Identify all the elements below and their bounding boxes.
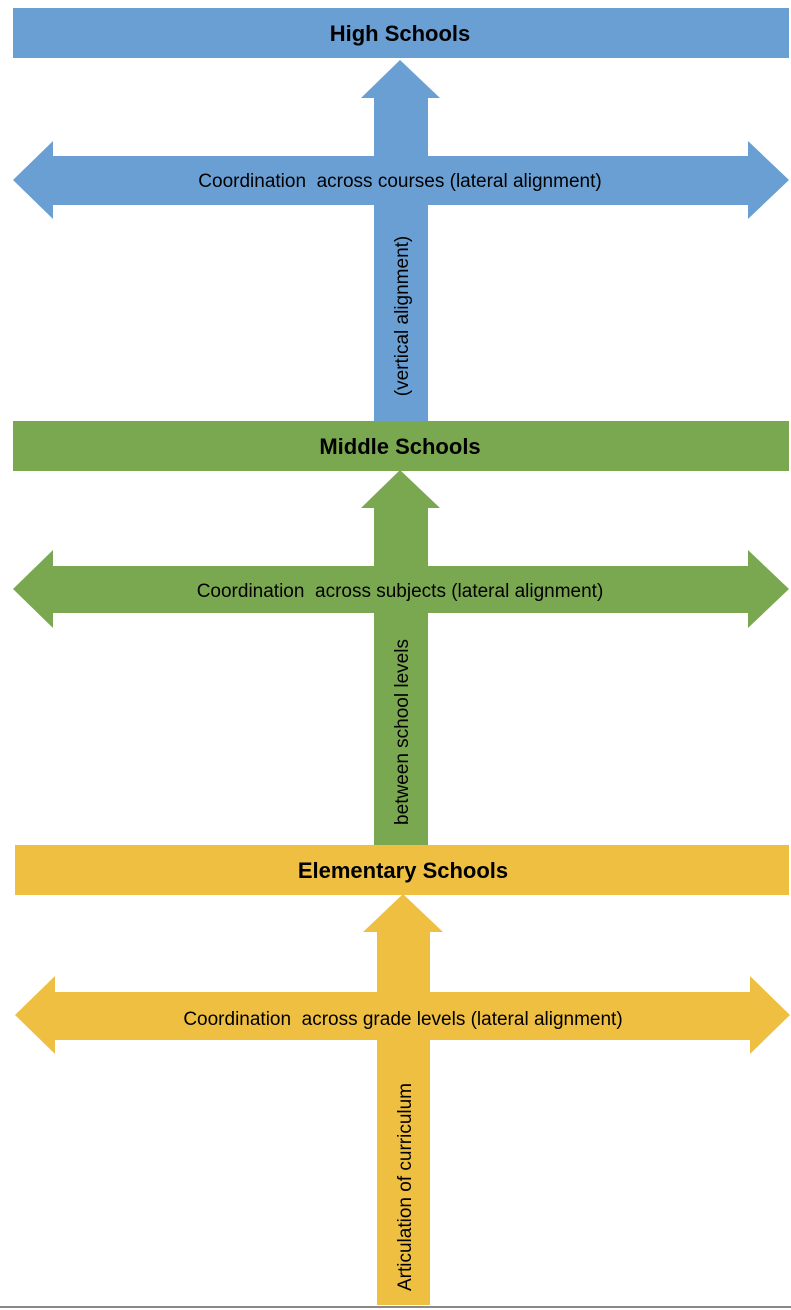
- elementary-lateral-label: Coordination across grade levels (latera…: [183, 1009, 622, 1030]
- high-vertical-arrow: [361, 60, 440, 422]
- high-lateral-arrow: [13, 141, 789, 219]
- elementary-vertical-label: Articulation of curriculum: [395, 1083, 416, 1291]
- middle-vertical-arrow: [361, 470, 440, 846]
- elementary-lateral-arrow: [15, 976, 790, 1054]
- middle-lateral-label: Coordination across subjects (lateral al…: [197, 581, 604, 602]
- middle-lateral-arrow: [13, 550, 789, 628]
- elementary-schools-band: [15, 845, 789, 895]
- high-vertical-label: (vertical alignment): [392, 236, 413, 397]
- middle-schools-band: [13, 421, 789, 471]
- high-schools-title: High Schools: [330, 21, 471, 46]
- elementary-schools-title: Elementary Schools: [298, 858, 508, 883]
- high-lateral-label: Coordination across courses (lateral ali…: [198, 171, 601, 192]
- middle-vertical-label: between school levels: [392, 639, 413, 825]
- middle-schools-title: Middle Schools: [319, 434, 480, 459]
- high-schools-band: [13, 8, 789, 58]
